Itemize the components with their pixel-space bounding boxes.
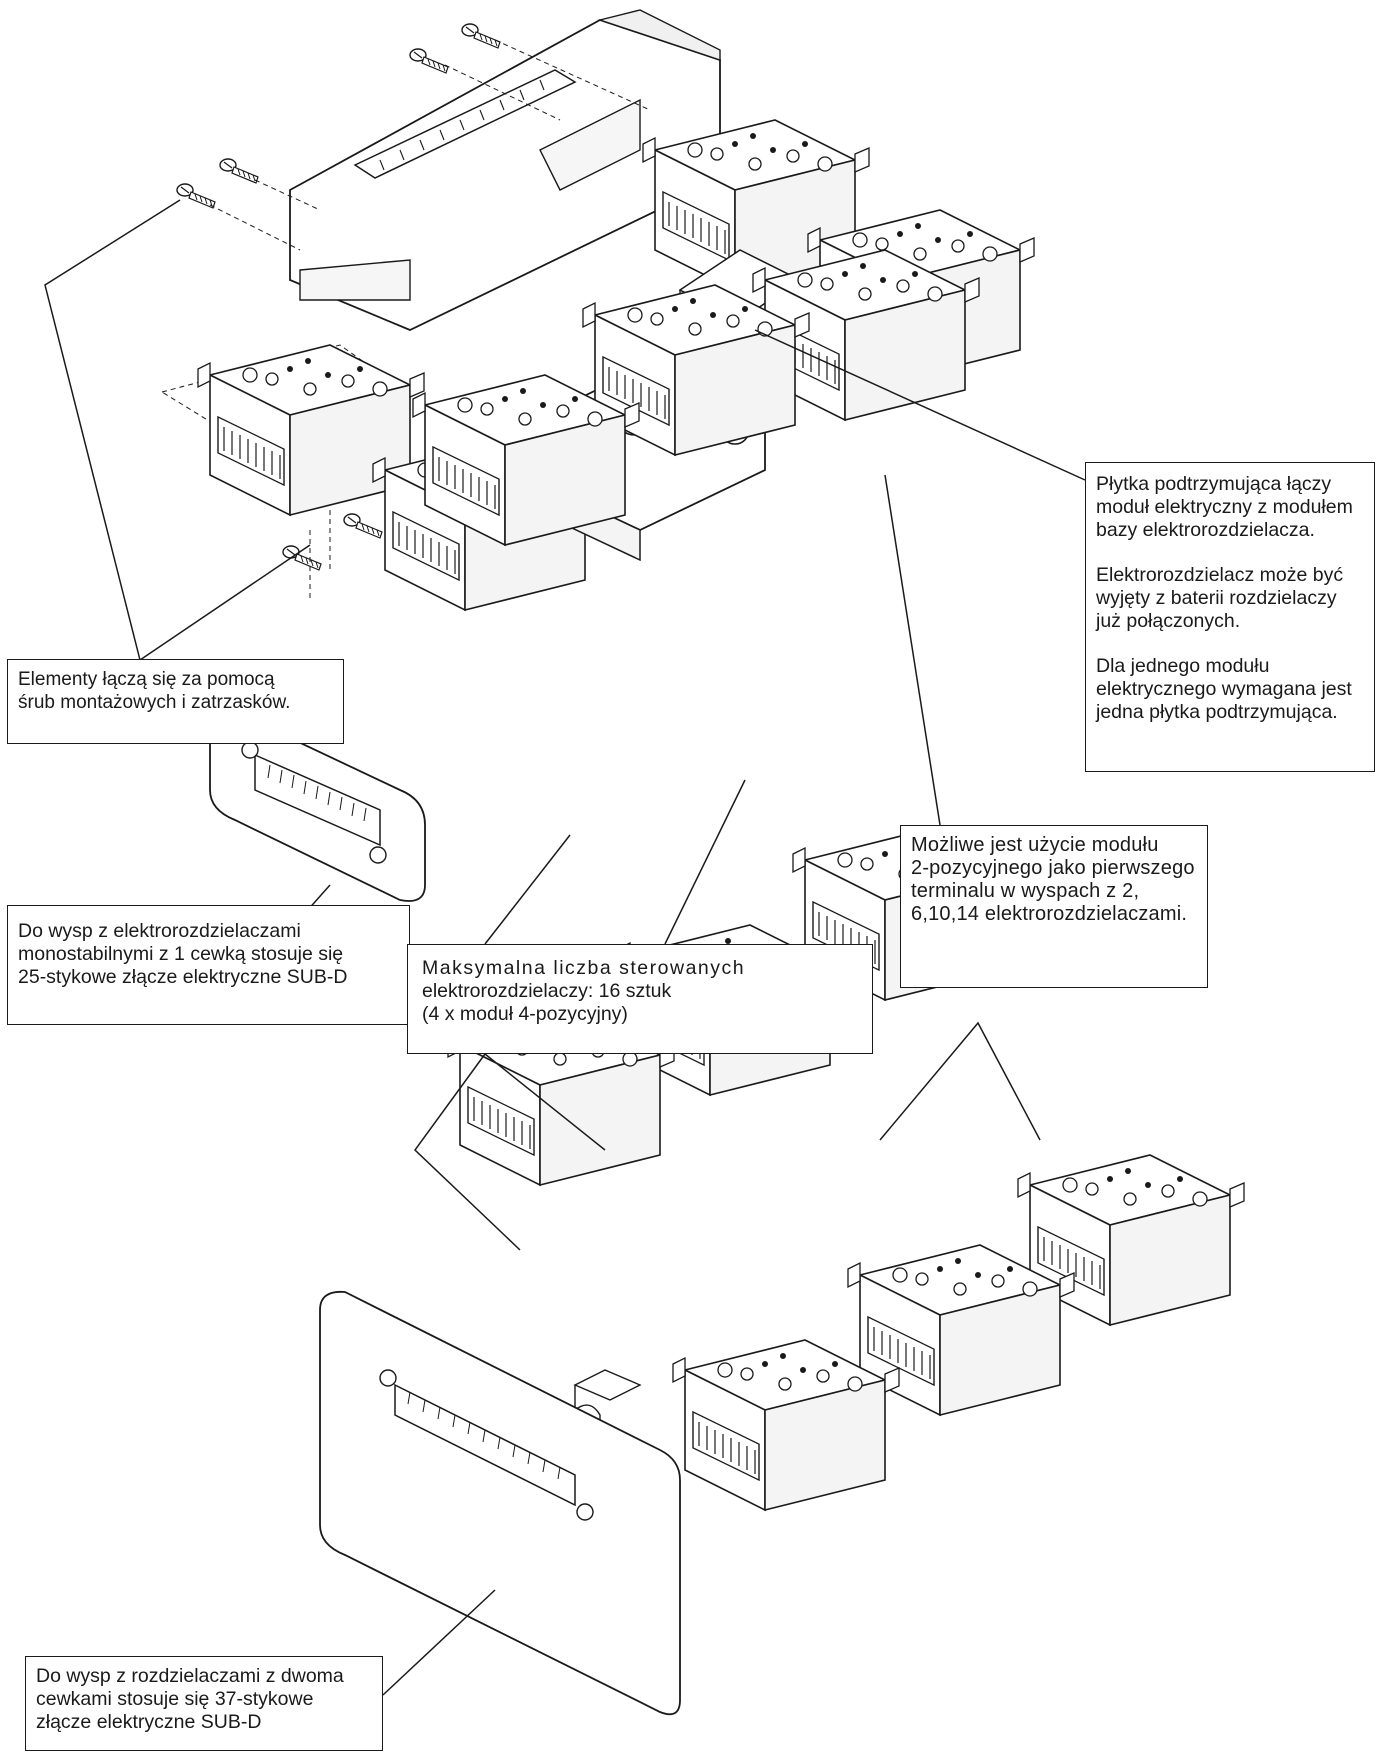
- two-position-module-callout: Możliwe jest użycie modułu 2-pozycyjnego…: [900, 825, 1208, 988]
- fasteners-callout: Elementy łączą się za pomocą śrub montaż…: [7, 659, 344, 744]
- callout-line: moduł elektryczny z modułem: [1096, 496, 1353, 518]
- callout-line: 25-stykowe złącze elektryczne SUB-D: [18, 966, 348, 988]
- callout-line: Możliwe jest użycie modułu: [911, 834, 1159, 856]
- leader-lines: [44, 199, 1086, 1696]
- screw-icon: [409, 48, 449, 74]
- callout-line: Płytka podtrzymująca łączy: [1096, 473, 1332, 495]
- sub-d-25-callout: Do wysp z elektrorozdzielaczami monostab…: [7, 905, 410, 1025]
- callout-line: złącze elektryczne SUB-D: [36, 1711, 262, 1733]
- callout-line: cewkami stosuje się 37-stykowe: [36, 1688, 314, 1710]
- callout-line: (4 x moduł 4-pozycyjny): [422, 1003, 628, 1025]
- screw-icon: [219, 158, 259, 184]
- sub-d-25-connector: [209, 711, 426, 902]
- callout-line: Dla jednego modułu: [1096, 655, 1270, 677]
- screw-icon: [343, 513, 383, 539]
- screw-icon: [461, 23, 501, 49]
- callout-line: Maksymalna liczba sterowanych: [422, 957, 746, 979]
- callout-line: elektrycznego wymagana jest: [1096, 678, 1352, 700]
- callout-line: 2-pozycyjnego jako pierwszego: [911, 857, 1195, 879]
- sub-d-37-callout: Do wysp z rozdzielaczami z dwoma cewkami…: [25, 1656, 383, 1751]
- callout-line: Elementy łączą się za pomocą: [18, 669, 275, 690]
- callout-line: śrub montażowych i zatrzasków.: [18, 692, 291, 713]
- callout-line: elektrorozdzielaczy: 16 sztuk: [422, 980, 672, 1002]
- callout-line: terminalu w wyspach z 2,: [911, 880, 1140, 902]
- callout-line: Do wysp z rozdzielaczami z dwoma: [36, 1665, 344, 1687]
- callout-line: monostabilnymi z 1 cewką stosuje się: [18, 943, 344, 965]
- screw-icon: [176, 183, 216, 209]
- max-valves-callout: Maksymalna liczba sterowanych elektroroz…: [407, 944, 873, 1054]
- callout-line: Do wysp z elektrorozdzielaczami: [18, 920, 301, 942]
- top-end-plate: [289, 9, 721, 331]
- sub-d-37-end-plate: [319, 1290, 681, 1716]
- callout-line: wyjęty z baterii rozdzielaczy: [1096, 587, 1337, 609]
- callout-line: już połączonych.: [1096, 610, 1241, 632]
- callout-line: Elektrorozdzielacz może być: [1096, 564, 1344, 586]
- callout-line: jedna płytka podtrzymująca.: [1096, 701, 1338, 723]
- callout-line: 6,10,14 elektrorozdzielaczami.: [911, 903, 1188, 925]
- support-plate-callout: Płytka podtrzymująca łączy moduł elektry…: [1085, 462, 1375, 772]
- callout-line: bazy elektrorozdzielacza.: [1096, 519, 1315, 541]
